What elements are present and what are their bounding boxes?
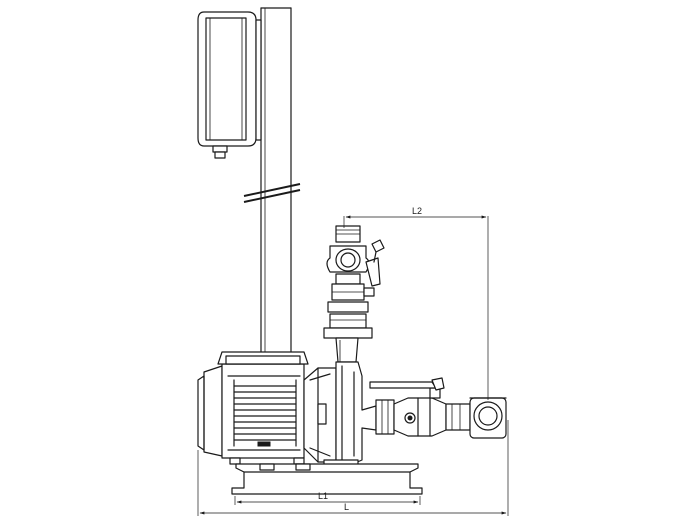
dimension-label-l: L <box>344 502 349 512</box>
vertical-pipe <box>243 7 301 353</box>
discharge-ball-valve <box>369 377 471 437</box>
dimension-label-l1: L1 <box>318 491 328 501</box>
pump-housing <box>303 361 377 469</box>
upper-check-valve <box>323 225 385 363</box>
electric-motor <box>197 351 309 465</box>
motor-cooling-fins <box>227 375 301 451</box>
base-frame <box>231 463 423 495</box>
control-box <box>197 11 262 159</box>
dimension-label-l2: L2 <box>412 206 422 216</box>
dimension-lines <box>197 215 509 516</box>
end-tee-fitting <box>469 397 507 439</box>
